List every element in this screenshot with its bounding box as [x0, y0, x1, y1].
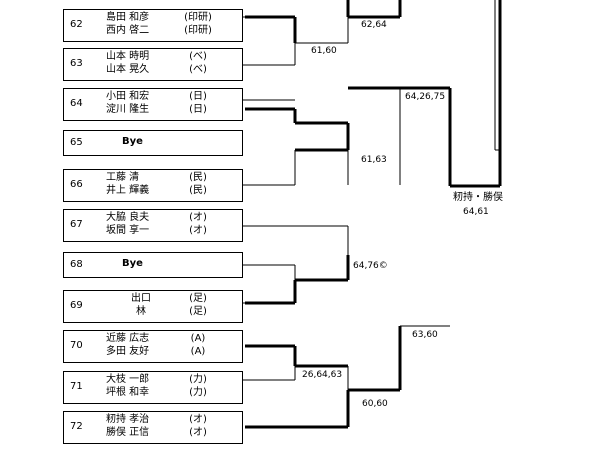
player-club: (オ) — [189, 414, 207, 425]
entry-seed: 65 — [70, 137, 83, 148]
player-row: 大枝 一郎 (力) — [106, 374, 220, 386]
player-name: 島田 和彦 — [106, 12, 150, 23]
entry-seed: 69 — [70, 300, 83, 311]
entry-seed: 70 — [70, 340, 83, 351]
entry-seed: 71 — [70, 381, 83, 392]
player-row: 坂間 享一 (オ) — [106, 225, 220, 237]
entry-seed: 67 — [70, 219, 83, 230]
player-club: (A) — [190, 333, 206, 344]
entry-63: 63 山本 時明 (べ) 山本 晃久 (べ) — [63, 48, 243, 81]
player-name: 大脇 良夫 — [106, 212, 150, 223]
player-club: (印研) — [184, 12, 212, 23]
player-row: 多田 友好 (A) — [106, 346, 220, 358]
match-score: 64,61 — [463, 207, 489, 217]
player-name: 大枝 一郎 — [106, 374, 150, 385]
player-name: 工藤 清 — [106, 172, 140, 183]
player-row: 大脇 良夫 (オ) — [106, 212, 220, 224]
match-score: 61,60 — [311, 46, 337, 56]
player-row: 小田 和宏 (日) — [106, 91, 220, 103]
player-name: 坂間 享一 — [106, 225, 150, 236]
player-row: 坪根 和幸 (力) — [106, 387, 220, 399]
player-club: (べ) — [189, 64, 207, 75]
player-row: 近藤 広志 (A) — [106, 333, 220, 345]
player-club: (べ) — [189, 51, 207, 62]
player-row: 淀川 隆生 (日) — [106, 104, 220, 116]
player-name: 勝俣 正信 — [106, 427, 150, 438]
player-club: (日) — [189, 91, 207, 102]
match-score: 26,64,63 — [302, 370, 343, 380]
player-club: (力) — [189, 387, 207, 398]
winner-label: 籾持・勝俣 — [453, 188, 503, 203]
player-row: 西内 啓二 (印研) — [106, 25, 220, 37]
player-row: 井上 輝義 (民) — [106, 185, 220, 197]
entry-seed: 68 — [70, 259, 83, 270]
entry-seed: 66 — [70, 179, 83, 190]
match-score: 64,76© — [353, 261, 388, 271]
match-score: 64,26,75 — [405, 92, 446, 102]
match-score: 63,60 — [412, 330, 438, 340]
entry-72: 72 籾持 孝治 (オ) 勝俣 正信 (オ) — [63, 411, 243, 444]
player-row: 山本 時明 (べ) — [106, 51, 220, 63]
entry-66: 66 工藤 清 (民) 井上 輝義 (民) — [63, 169, 243, 202]
entry-seed: 72 — [70, 421, 83, 432]
player-row: 籾持 孝治 (オ) — [106, 414, 220, 426]
player-row: 工藤 清 (民) — [106, 172, 220, 184]
player-club: (オ) — [189, 212, 207, 223]
player-name: 籾持 孝治 — [106, 414, 150, 425]
player-name: 坪根 和幸 — [106, 387, 150, 398]
player-club: (日) — [189, 104, 207, 115]
player-row: 山本 晃久 (べ) — [106, 64, 220, 76]
entry-seed: 64 — [70, 98, 83, 109]
player-club: (民) — [189, 172, 207, 183]
player-name: 山本 時明 — [106, 51, 150, 62]
player-name: 山本 晃久 — [106, 64, 150, 75]
player-club: (力) — [189, 374, 207, 385]
player-name: 近藤 広志 — [106, 333, 150, 344]
player-club: (民) — [189, 185, 207, 196]
bye-label: Bye — [122, 136, 143, 147]
entry-seed: 62 — [70, 19, 83, 30]
entry-71: 71 大枝 一郎 (力) 坪根 和幸 (力) — [63, 371, 243, 404]
entry-64: 64 小田 和宏 (日) 淀川 隆生 (日) — [63, 88, 243, 121]
player-name: 井上 輝義 — [106, 185, 150, 196]
entry-seed: 63 — [70, 58, 83, 69]
player-row: 島田 和彦 (印研) — [106, 12, 220, 24]
player-name: 多田 友好 — [106, 346, 150, 357]
player-club: (印研) — [184, 25, 212, 36]
player-club: (足) — [189, 306, 207, 317]
player-name: 林 — [136, 306, 146, 317]
player-row: 林 (足) — [106, 306, 220, 318]
entry-70: 70 近藤 広志 (A) 多田 友好 (A) — [63, 330, 243, 363]
player-club: (足) — [189, 293, 207, 304]
entry-69: 69 出口 (足) 林 (足) — [63, 290, 243, 323]
player-club: (オ) — [189, 427, 207, 438]
player-name: 淀川 隆生 — [106, 104, 150, 115]
player-row: 勝俣 正信 (オ) — [106, 427, 220, 439]
match-score: 60,60 — [362, 399, 388, 409]
player-row: 出口 (足) — [106, 293, 220, 305]
player-name: 出口 — [131, 293, 151, 304]
match-score: 62,64 — [361, 20, 387, 30]
player-club: (A) — [190, 346, 206, 357]
player-club: (オ) — [189, 225, 207, 236]
entry-68: 68 Bye — [63, 252, 243, 278]
entry-67: 67 大脇 良夫 (オ) 坂間 享一 (オ) — [63, 209, 243, 242]
entry-62: 62 島田 和彦 (印研) 西内 啓二 (印研) — [63, 9, 243, 42]
player-name: 西内 啓二 — [106, 25, 150, 36]
bye-label: Bye — [122, 258, 143, 269]
player-name: 小田 和宏 — [106, 91, 150, 102]
match-score: 61,63 — [361, 155, 387, 165]
entry-65: 65 Bye — [63, 130, 243, 156]
